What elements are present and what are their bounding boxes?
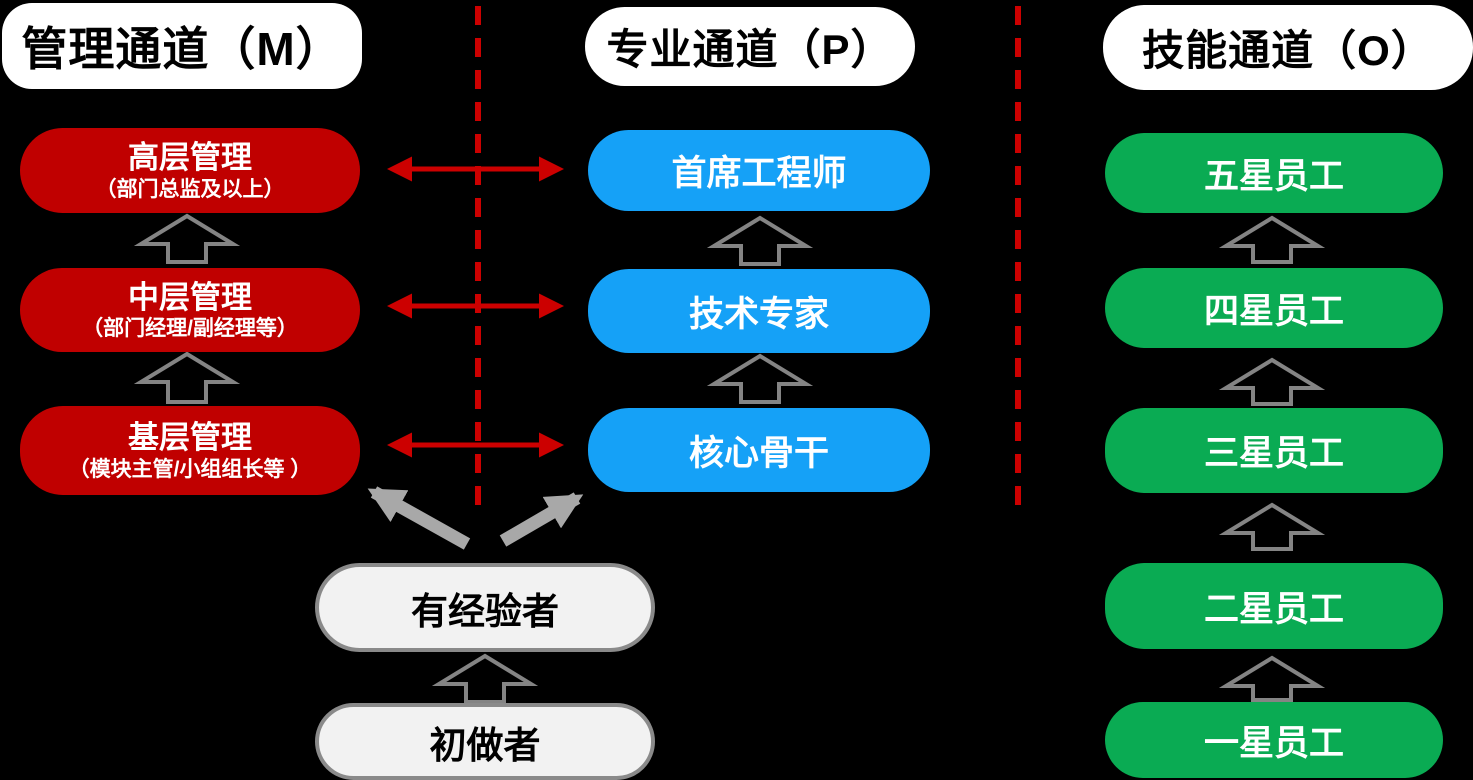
level-title: 中层管理 (128, 279, 252, 315)
level-subtitle: （模块主管/小组组长等 ） (68, 457, 312, 481)
level-title: 一星员工 (1203, 723, 1344, 763)
header-label: 专业通道（P） (606, 26, 894, 73)
level-box-two-star: 二星员工 (1105, 563, 1443, 649)
up-arrow-icon (1218, 502, 1326, 551)
level-subtitle: （部门总监及以上） (95, 177, 285, 201)
entry-box-beginner: 初做者 (315, 703, 655, 780)
up-arrow-icon (431, 653, 539, 704)
level-box-senior-management: 高层管理 （部门总监及以上） (20, 128, 360, 213)
level-title: 初做者 (429, 724, 541, 766)
up-arrow-icon (1218, 357, 1326, 406)
level-title: 二星员工 (1203, 589, 1344, 629)
up-arrow-icon (1218, 215, 1326, 264)
level-box-five-star: 五星员工 (1105, 133, 1443, 213)
up-arrow-icon (706, 353, 814, 404)
up-arrow-icon (1218, 655, 1326, 702)
promotion-arrow-to-professional-icon (499, 492, 584, 547)
promotion-arrow-to-management-icon (367, 486, 471, 550)
skill-channel-header: 技能通道（O） (1103, 5, 1473, 90)
level-box-three-star: 三星员工 (1105, 408, 1443, 493)
level-subtitle: （部门经理/副经理等） (82, 317, 298, 340)
level-box-base-management: 基层管理 （模块主管/小组组长等 ） (20, 406, 360, 495)
professional-channel-header: 专业通道（P） (585, 7, 915, 86)
header-label: 管理通道（M） (21, 23, 343, 75)
level-title: 高层管理 (128, 140, 252, 176)
level-box-technical-expert: 技术专家 (588, 269, 930, 353)
level-box-middle-management: 中层管理 （部门经理/副经理等） (20, 268, 360, 352)
level-title: 技术专家 (688, 294, 829, 334)
level-box-one-star: 一星员工 (1105, 702, 1443, 778)
level-title: 首席工程师 (671, 154, 847, 193)
entry-box-experienced: 有经验者 (315, 563, 655, 652)
level-box-chief-engineer: 首席工程师 (588, 130, 930, 211)
up-arrow-icon (133, 213, 241, 264)
level-title: 四星员工 (1203, 291, 1344, 331)
level-title: 有经验者 (411, 590, 559, 632)
level-title: 核心骨干 (688, 433, 829, 473)
header-label: 技能通道（O） (1142, 27, 1434, 74)
level-title: 三星员工 (1203, 434, 1344, 473)
up-arrow-icon (133, 351, 241, 404)
up-arrow-icon (706, 215, 814, 266)
level-title: 五星员工 (1203, 156, 1344, 196)
management-channel-header: 管理通道（M） (2, 3, 362, 89)
level-box-four-star: 四星员工 (1105, 268, 1443, 348)
level-title: 基层管理 (128, 420, 252, 456)
level-box-core-backbone: 核心骨干 (588, 408, 930, 492)
